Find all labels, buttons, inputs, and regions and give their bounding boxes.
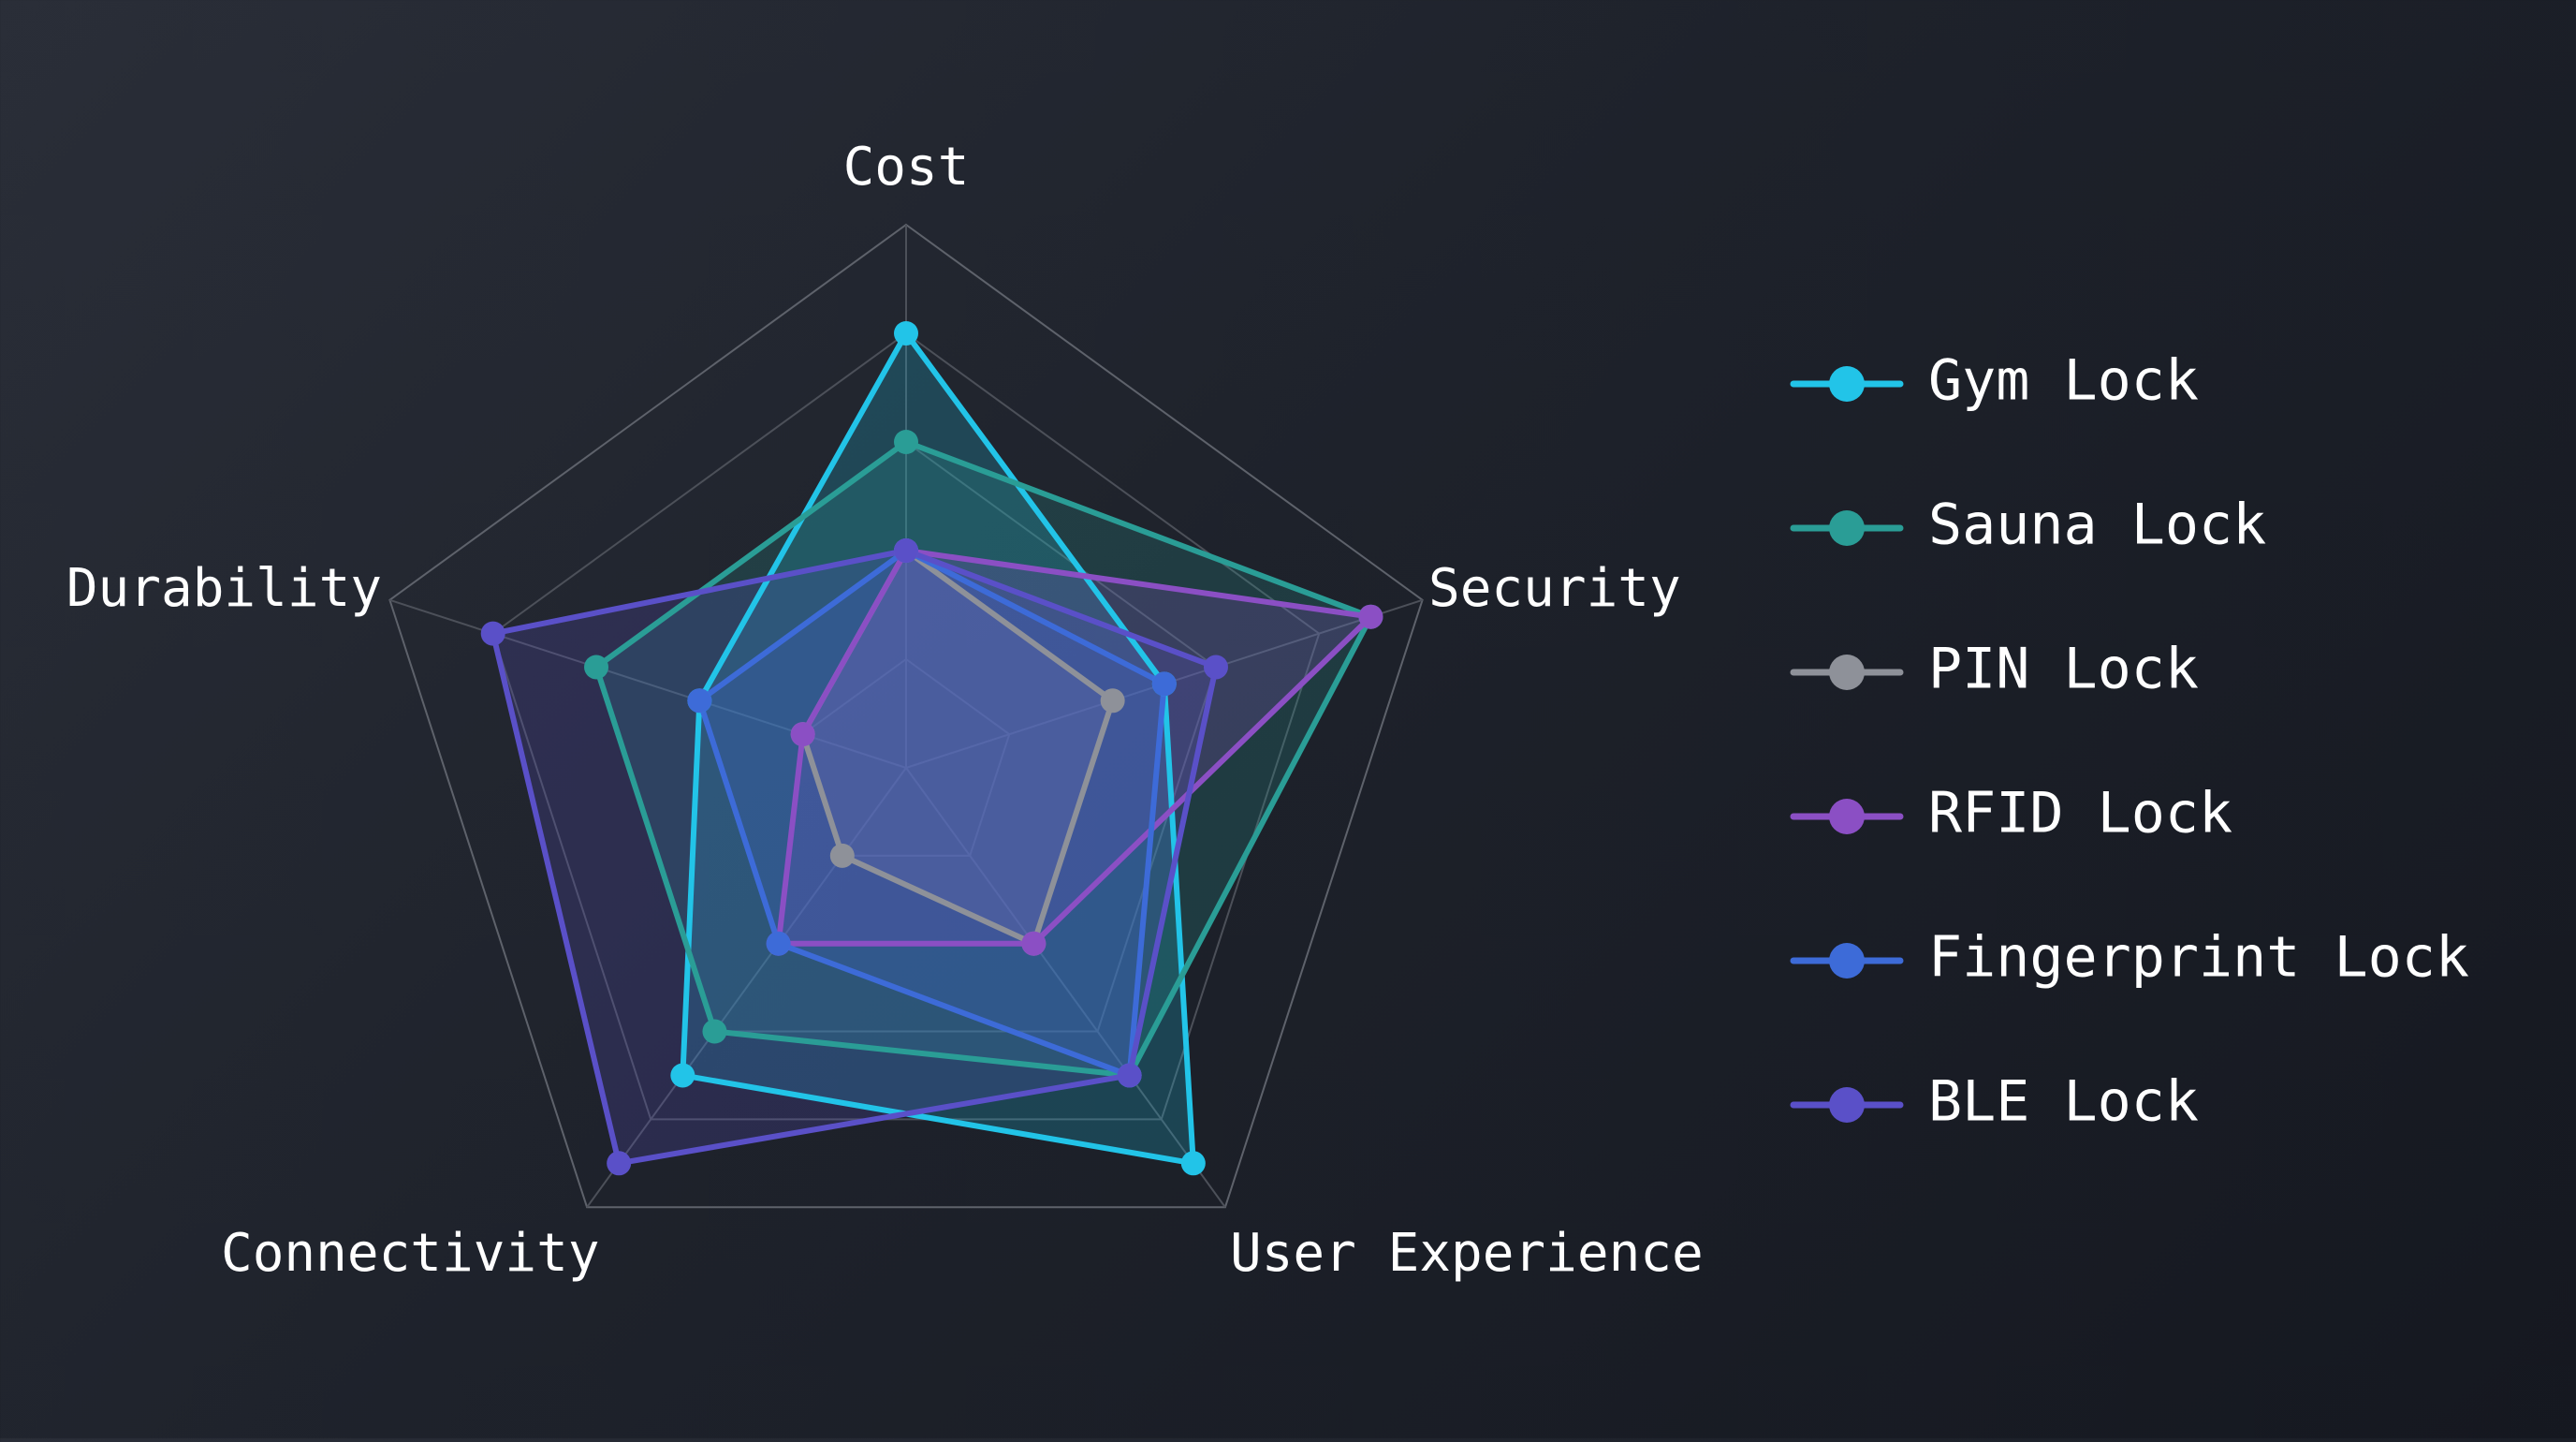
data-point-pin-lock-security <box>1100 688 1125 714</box>
series-line-sauna-lock <box>593 439 1374 1079</box>
legend-label: PIN Lock <box>1928 637 2199 702</box>
data-point-gym-lock-cost <box>894 321 918 346</box>
series-line-gym-lock <box>680 331 1196 1167</box>
data-point-sauna-lock-durability <box>584 655 609 680</box>
legend-item-gym-lock: Gym Lock <box>1790 348 2199 414</box>
legend-item-ble-lock: BLE Lock <box>1790 1069 2199 1135</box>
legend-swatch-marker <box>1829 510 1865 546</box>
legend-label: Gym Lock <box>1928 348 2199 414</box>
data-point-ble-lock-connectivity <box>607 1151 632 1176</box>
data-point-ble-lock-security <box>1203 655 1228 680</box>
data-point-fingerprint-lock-durability <box>687 688 712 714</box>
axis-label-security: Security <box>1428 558 1681 619</box>
series-point-layer <box>480 321 1383 1176</box>
axis-label-durability: Durability <box>66 558 382 619</box>
data-point-ble-lock-durability <box>480 621 505 646</box>
data-point-rfid-lock-durability <box>790 722 815 747</box>
series-line-ble-lock <box>490 548 1219 1167</box>
series-area-pin-lock <box>802 551 1113 944</box>
legend-item-sauna-lock: Sauna Lock <box>1790 493 2266 558</box>
legend-swatch-marker <box>1829 1087 1865 1123</box>
data-point-pin-lock-connectivity <box>829 843 855 868</box>
axis-label-cost: Cost <box>843 137 970 198</box>
series-line-layer <box>490 331 1374 1167</box>
data-point-fingerprint-lock-connectivity <box>766 931 791 956</box>
series-line-fingerprint-lock <box>696 548 1167 1079</box>
legend-item-fingerprint-lock: Fingerprint Lock <box>1790 925 2469 991</box>
grid-spoke-durability <box>389 598 907 769</box>
axis-label-user-experience: User Experience <box>1230 1223 1704 1284</box>
grid-spoke-connectivity <box>586 767 907 1208</box>
series-area-ble-lock <box>492 551 1216 1164</box>
grid-ring <box>491 331 1321 1121</box>
data-point-gym-lock-connectivity <box>670 1063 695 1088</box>
series-line-rfid-lock <box>775 548 1374 947</box>
data-point-ble-lock-user-experience <box>1117 1063 1142 1088</box>
grid-ring <box>388 223 1424 1209</box>
legend-swatch-marker <box>1829 366 1865 402</box>
data-point-rfid-lock-user-experience <box>1021 931 1046 956</box>
grid-spoke-user-experience <box>905 767 1226 1208</box>
data-point-fingerprint-lock-security <box>1151 671 1177 697</box>
data-point-sauna-lock-cost <box>894 430 918 454</box>
legend-swatch-marker <box>1829 655 1865 690</box>
series-area-rfid-lock <box>778 551 1371 944</box>
legend-item-rfid-lock: RFID Lock <box>1790 781 2232 846</box>
data-point-gym-lock-user-experience <box>1180 1151 1206 1176</box>
legend-swatch-marker <box>1829 943 1865 978</box>
axis-label-connectivity: Connectivity <box>221 1223 600 1284</box>
legend-swatch-marker <box>1829 799 1865 834</box>
legend-item-pin-lock: PIN Lock <box>1790 637 2199 702</box>
grid-ring <box>801 657 1011 857</box>
data-point-ble-lock-cost <box>894 538 918 563</box>
data-point-sauna-lock-connectivity <box>702 1019 727 1044</box>
legend-label: Fingerprint Lock <box>1928 925 2469 991</box>
legend-label: BLE Lock <box>1928 1069 2199 1135</box>
data-point-rfid-lock-security <box>1358 604 1383 629</box>
legend-label: Sauna Lock <box>1928 493 2266 558</box>
series-fill-layer <box>492 333 1371 1164</box>
legend-label: RFID Lock <box>1928 781 2232 846</box>
